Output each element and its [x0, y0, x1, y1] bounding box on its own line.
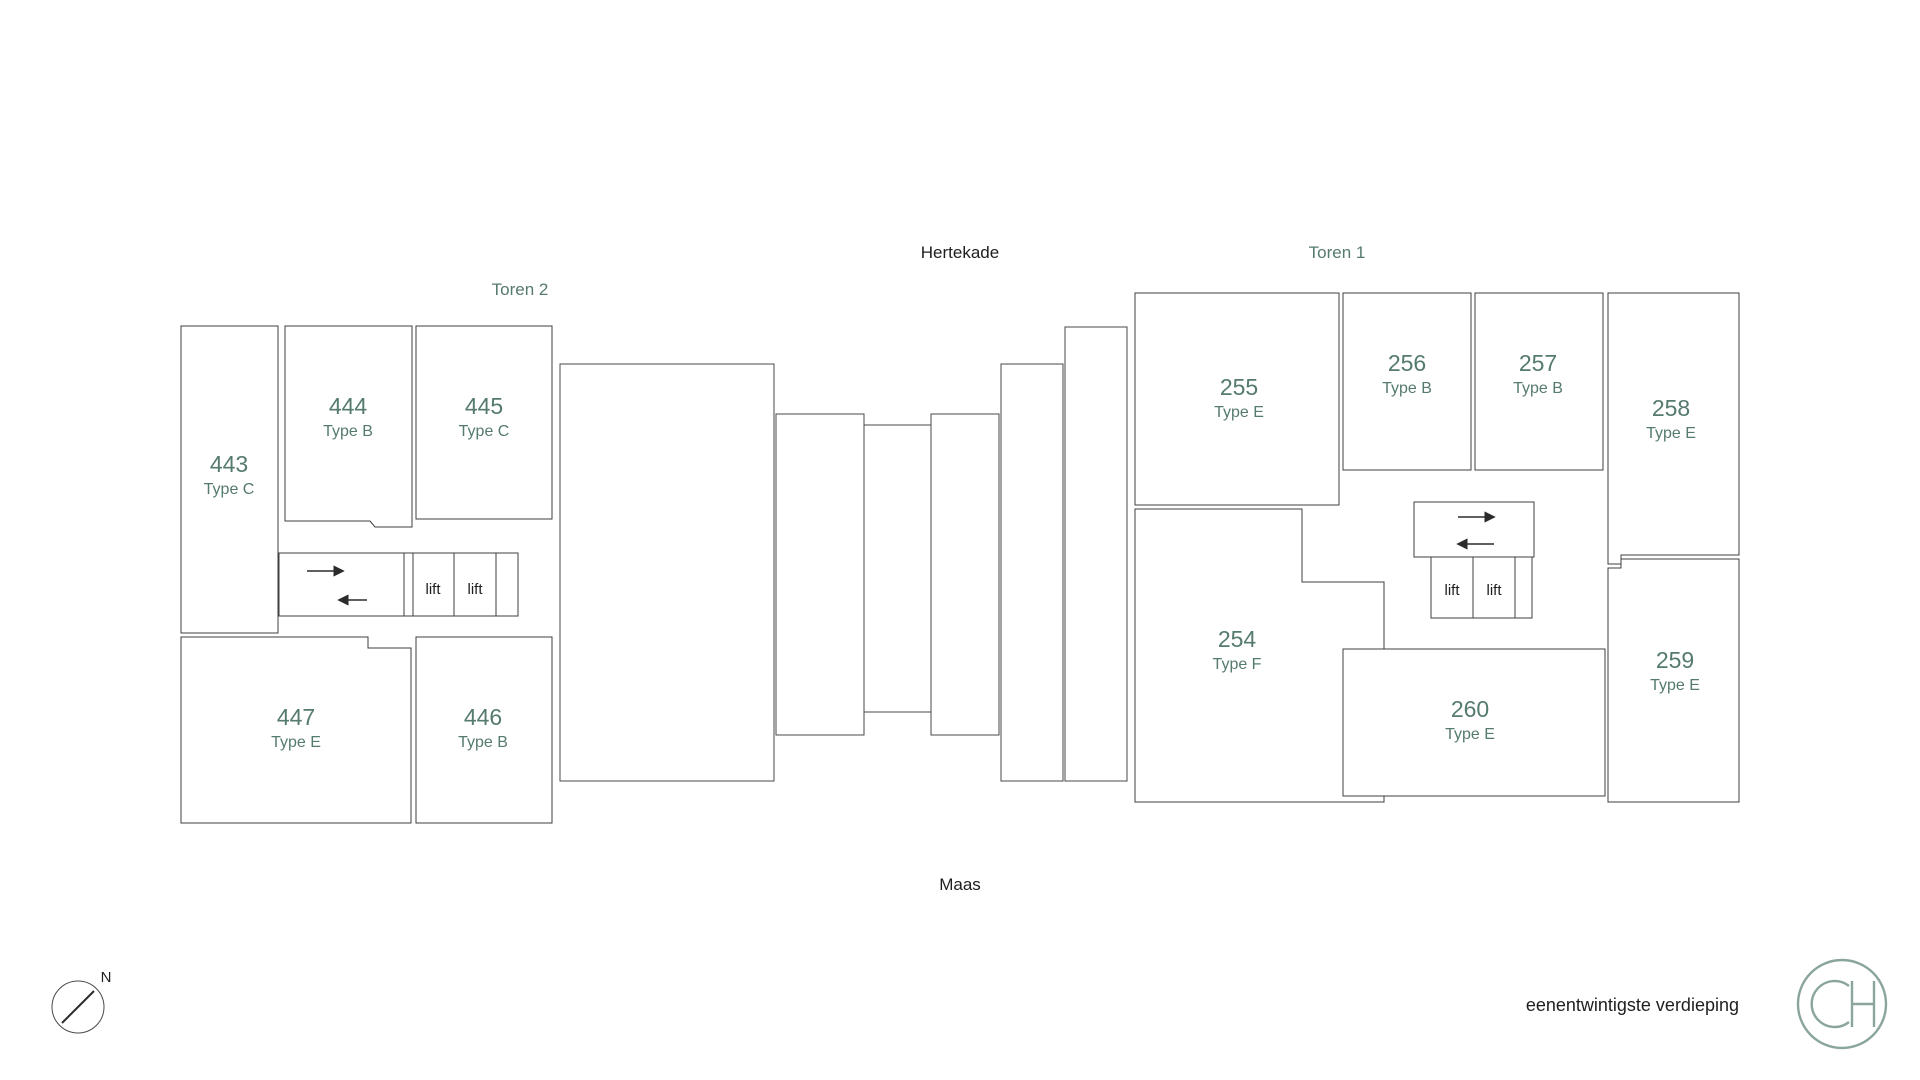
apartment-258: 258 Type E	[1607, 292, 1740, 565]
apartment-254-shape[interactable]	[1134, 508, 1385, 803]
apartment-255: 255 Type E	[1134, 292, 1340, 506]
logo-circle	[1796, 958, 1888, 1050]
apartment-257-type: Type B	[1513, 380, 1563, 397]
apartment-254: 254 Type F	[1134, 508, 1385, 803]
apartment-260-type: Type E	[1445, 726, 1495, 743]
apartment-254-type: Type F	[1213, 656, 1262, 673]
toren2-lift-1-label: lift	[426, 581, 442, 598]
tower-label-toren-2: Toren 2	[492, 280, 549, 299]
apartment-258-number: 258	[1652, 395, 1690, 421]
compass-north-label: N	[101, 969, 112, 986]
street-label-hertekade: Hertekade	[921, 243, 999, 262]
apartment-260-number: 260	[1451, 696, 1489, 722]
floor-name-label: eenentwintigste verdieping	[1526, 995, 1739, 1015]
apartment-447-shape[interactable]	[180, 636, 412, 824]
apartment-254-number: 254	[1218, 626, 1257, 652]
apartment-443-number: 443	[210, 451, 248, 477]
central-core-blocks	[559, 326, 1128, 782]
apartment-444-number: 444	[329, 393, 368, 419]
toren2-corridor: lift lift	[278, 552, 519, 617]
apartment-256: 256 Type B	[1342, 292, 1472, 471]
apartment-257-shape[interactable]	[1474, 292, 1604, 471]
compass-circle-icon	[51, 980, 105, 1034]
apartment-256-shape[interactable]	[1342, 292, 1472, 471]
toren1-lift-2-label: lift	[1487, 582, 1503, 599]
core-block-3	[930, 413, 1000, 736]
toren1-corridor: lift lift	[1413, 501, 1535, 619]
core-block-4	[1000, 363, 1064, 782]
apartment-444-shape[interactable]	[284, 325, 413, 528]
apartment-447: 447 Type E	[180, 636, 412, 824]
core-block-2	[775, 413, 865, 736]
toren1-lift-1-label: lift	[1445, 582, 1461, 599]
apartment-260-shape[interactable]	[1342, 648, 1606, 797]
apartment-445-number: 445	[465, 393, 503, 419]
core-bridge	[863, 424, 932, 713]
apartment-259-number: 259	[1656, 647, 1694, 673]
apartment-447-type: Type E	[271, 734, 321, 751]
apartment-443-shape[interactable]	[180, 325, 279, 634]
apartment-445-shape[interactable]	[415, 325, 553, 520]
compass: N	[51, 969, 112, 1034]
apartment-447-number: 447	[277, 704, 315, 730]
apartment-257: 257 Type B	[1474, 292, 1604, 471]
apartment-446: 446 Type B	[415, 636, 553, 824]
apartment-259-type: Type E	[1650, 677, 1700, 694]
apartment-443: 443 Type C	[180, 325, 279, 634]
compass-needle-icon	[61, 990, 95, 1024]
tower-label-toren-1: Toren 1	[1309, 243, 1366, 262]
apartment-260: 260 Type E	[1342, 648, 1606, 797]
apartment-255-shape[interactable]	[1134, 292, 1340, 506]
ch-logo-icon	[1796, 958, 1888, 1050]
apartment-446-shape[interactable]	[415, 636, 553, 824]
toren2-corridor-outline	[278, 552, 519, 617]
apartment-258-type: Type E	[1646, 425, 1696, 442]
apartment-446-number: 446	[464, 704, 502, 730]
core-block-5	[1064, 326, 1128, 782]
apartment-256-number: 256	[1388, 350, 1426, 376]
apartment-444-type: Type B	[323, 423, 373, 440]
apartment-255-type: Type E	[1214, 404, 1264, 421]
logo-letter-c	[1810, 979, 1850, 1029]
toren2-lift-2-label: lift	[468, 581, 484, 598]
core-block-1	[559, 363, 775, 782]
apartment-446-type: Type B	[458, 734, 508, 751]
apartment-443-type: Type C	[204, 481, 255, 498]
apartment-259: 259 Type E	[1607, 558, 1740, 803]
toren1-lift-block-outline	[1430, 556, 1533, 619]
apartment-259-shape[interactable]	[1607, 558, 1740, 803]
apartment-257-number: 257	[1519, 350, 1557, 376]
toren1-corridor-outline	[1413, 501, 1535, 558]
apartment-444: 444 Type B	[284, 325, 413, 528]
street-label-maas: Maas	[939, 875, 981, 894]
apartment-445: 445 Type C	[415, 325, 553, 520]
apartment-256-type: Type B	[1382, 380, 1432, 397]
apartment-445-type: Type C	[459, 423, 510, 440]
apartment-255-number: 255	[1220, 374, 1258, 400]
apartment-258-shape[interactable]	[1607, 292, 1740, 565]
